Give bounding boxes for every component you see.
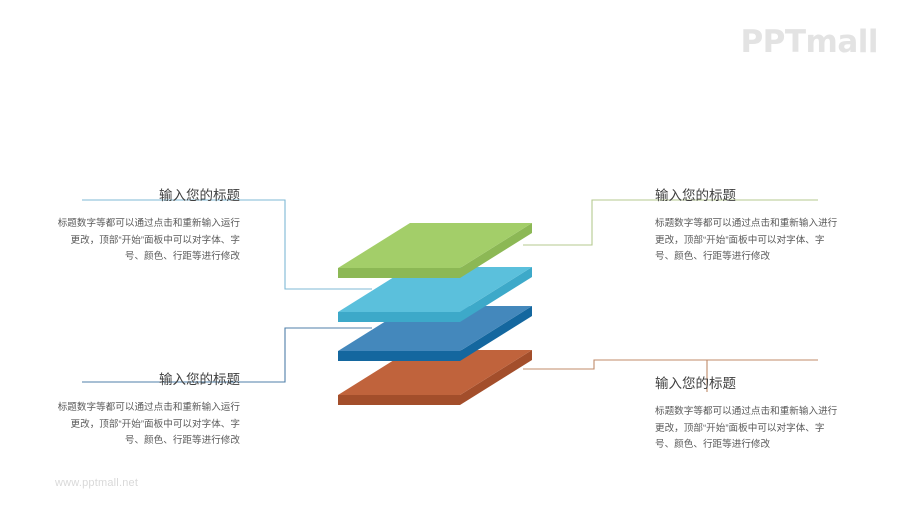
- callout-body-line: 标题数字等都可以通过点击和重新输入进行: [655, 218, 838, 230]
- callout-title[interactable]: 输入您的标题: [159, 372, 240, 387]
- layer-green-side: [460, 223, 532, 278]
- callout-body[interactable]: 标题数字等都可以通过点击和重新输入运行 更改，顶部“开始”面板中可以对字体、字 …: [44, 216, 240, 266]
- layer-orange-top: [338, 350, 532, 395]
- callout-top-right: 输入您的标题 标题数字等都可以通过点击和重新输入进行 更改，顶部“开始”面板中可…: [655, 188, 851, 266]
- callout-body-line: 标题数字等都可以通过点击和重新输入进行: [655, 406, 838, 418]
- pptmall-logo: PPTmall: [740, 24, 878, 60]
- layer-cyan-front: [338, 312, 460, 322]
- layer-green[interactable]: [338, 223, 532, 278]
- layer-blue-top: [338, 306, 532, 351]
- callout-title[interactable]: 输入您的标题: [655, 376, 736, 391]
- layer-blue[interactable]: [338, 306, 532, 361]
- layer-orange[interactable]: [338, 350, 532, 405]
- callout-body-line: 更改，顶部“开始”面板中可以对字体、字: [70, 234, 240, 246]
- site-watermark: www.pptmall.net: [55, 477, 139, 489]
- callout-body-line: 更改，顶部“开始”面板中可以对字体、字: [655, 234, 825, 246]
- layer-cyan[interactable]: [338, 267, 532, 322]
- layers-svg: [338, 223, 532, 405]
- layer-blue-side: [460, 306, 532, 361]
- callout-body[interactable]: 标题数字等都可以通过点击和重新输入进行 更改，顶部“开始”面板中可以对字体、字 …: [655, 216, 851, 266]
- callout-body[interactable]: 标题数字等都可以通过点击和重新输入进行 更改，顶部“开始”面板中可以对字体、字 …: [655, 404, 851, 454]
- layer-orange-side: [460, 350, 532, 405]
- layer-orange-front: [338, 395, 460, 405]
- callout-body[interactable]: 标题数字等都可以通过点击和重新输入运行 更改，顶部“开始”面板中可以对字体、字 …: [44, 400, 240, 450]
- callout-top-left: 输入您的标题 标题数字等都可以通过点击和重新输入运行 更改，顶部“开始”面板中可…: [44, 188, 240, 266]
- layer-cyan-top: [338, 267, 532, 312]
- callout-body-line: 号、颜色、行距等进行修改: [655, 251, 771, 263]
- stacked-layers-diagram: [330, 205, 570, 415]
- layer-green-front: [338, 268, 460, 278]
- callout-title[interactable]: 输入您的标题: [159, 188, 240, 203]
- layer-blue-front: [338, 351, 460, 361]
- logo-text: PPTmall: [740, 24, 878, 60]
- callout-body-line: 号、颜色、行距等进行修改: [124, 251, 240, 263]
- callout-body-line: 标题数字等都可以通过点击和重新输入运行: [57, 402, 240, 414]
- layer-cyan-side: [460, 267, 532, 322]
- callout-body-line: 标题数字等都可以通过点击和重新输入运行: [57, 218, 240, 230]
- callout-body-line: 号、颜色、行距等进行修改: [655, 439, 771, 451]
- callout-bottom-left: 输入您的标题 标题数字等都可以通过点击和重新输入运行 更改，顶部“开始”面板中可…: [44, 372, 240, 450]
- callout-title[interactable]: 输入您的标题: [655, 188, 736, 203]
- callout-body-line: 更改，顶部“开始”面板中可以对字体、字: [70, 418, 240, 430]
- callout-body-line: 更改，顶部“开始”面板中可以对字体、字: [655, 422, 825, 434]
- callout-bottom-right: 输入您的标题 标题数字等都可以通过点击和重新输入进行 更改，顶部“开始”面板中可…: [655, 376, 851, 454]
- callout-body-line: 号、颜色、行距等进行修改: [124, 435, 240, 447]
- layer-green-top: [338, 223, 532, 268]
